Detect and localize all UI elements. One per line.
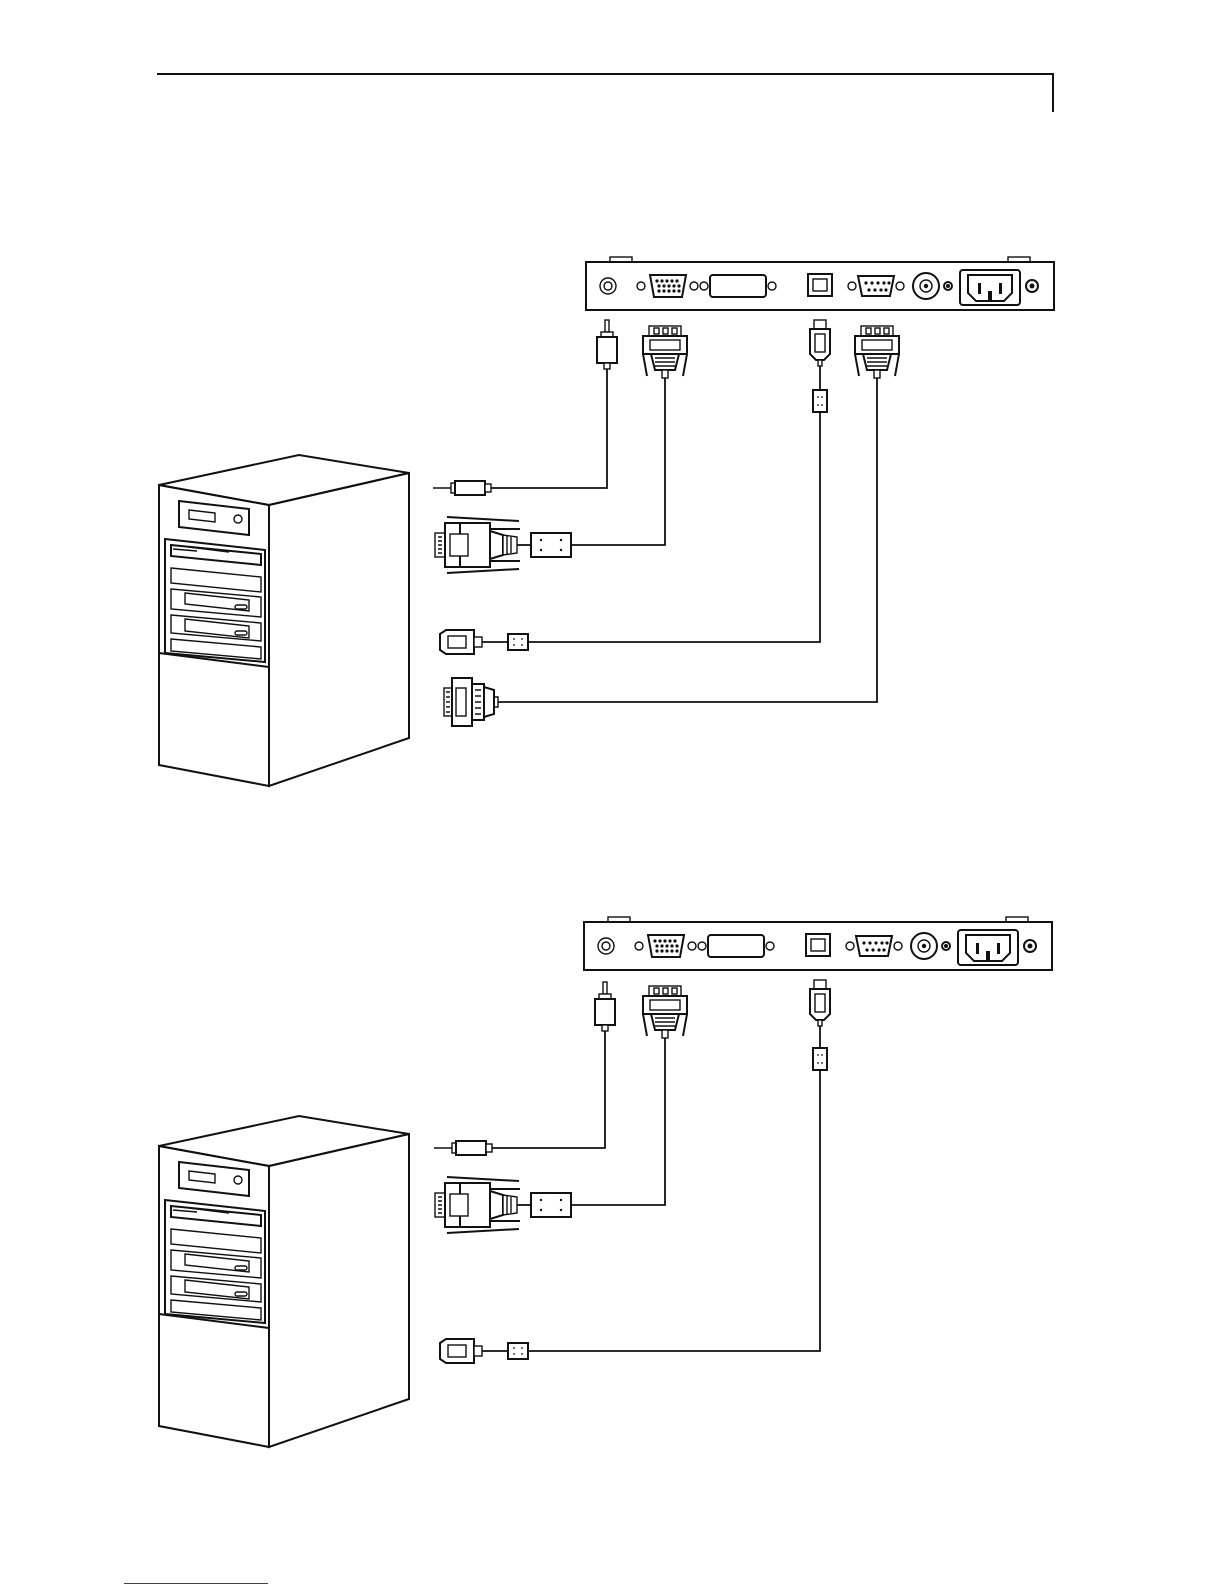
monitor-rear-panel [586, 257, 1054, 310]
usb-cable [440, 980, 830, 1363]
diagram-bottom [159, 917, 1052, 1447]
serial-cable [444, 326, 899, 726]
header-rule [157, 74, 1053, 112]
vga-cable [435, 326, 687, 573]
audio-cable [433, 320, 617, 495]
vga-cable [435, 986, 687, 1233]
usb-cable [440, 320, 830, 654]
diagram-top [159, 257, 1054, 786]
pc-tower [159, 1116, 409, 1447]
audio-cable [434, 982, 615, 1155]
pc-tower [159, 455, 409, 786]
monitor-rear-panel [584, 917, 1052, 970]
